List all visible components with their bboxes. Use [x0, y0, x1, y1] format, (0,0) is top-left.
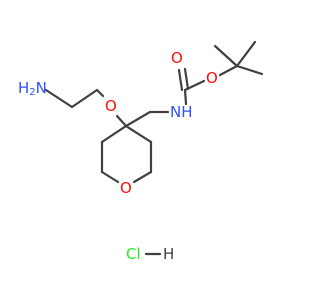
bond-nh2-c1 [44, 88, 74, 109]
bond-c1-c2 [70, 88, 99, 109]
bond-ring-c6-cq [124, 124, 153, 144]
bond-ester-o-ctbu [218, 64, 239, 77]
bond-carbonyl-double-b [183, 67, 190, 91]
bond-tbu-me1 [213, 44, 239, 68]
bond-cq-ch2 [124, 110, 152, 128]
atom-label-chlorine: Cl [126, 245, 141, 263]
bond-carbonyl-c-ester-o [183, 79, 206, 92]
bond-o-cq [115, 114, 128, 128]
bond-carbonyl-double-a [177, 68, 184, 92]
bond-ring-o-c5 [132, 170, 153, 184]
bond-tbu-me3 [235, 64, 264, 76]
atom-label-hydrogen: H [163, 245, 174, 263]
atom-label-carbamate-nh: NH [170, 103, 193, 121]
atom-label-carbonyl-oxygen: O [171, 49, 183, 67]
atom-label-ether-oxygen: O [105, 97, 117, 115]
atom-label-ring-oxygen: O [120, 179, 132, 197]
atom-label-ester-oxygen: O [206, 69, 218, 87]
bond-ring-c3-o [100, 170, 120, 184]
atom-label-nh2: H2N [18, 79, 47, 98]
bond-tbu-me2 [235, 40, 257, 68]
chemical-structure: H2N O NH O O O Cl H [18, 40, 264, 263]
atom-labels: H2N O NH O O O Cl H [18, 49, 218, 263]
bond-ring-cq-c2 [100, 124, 128, 144]
bond-c2-o [95, 88, 105, 98]
bond-nh-carbonyl-c [183, 88, 188, 106]
bonds [44, 40, 264, 256]
